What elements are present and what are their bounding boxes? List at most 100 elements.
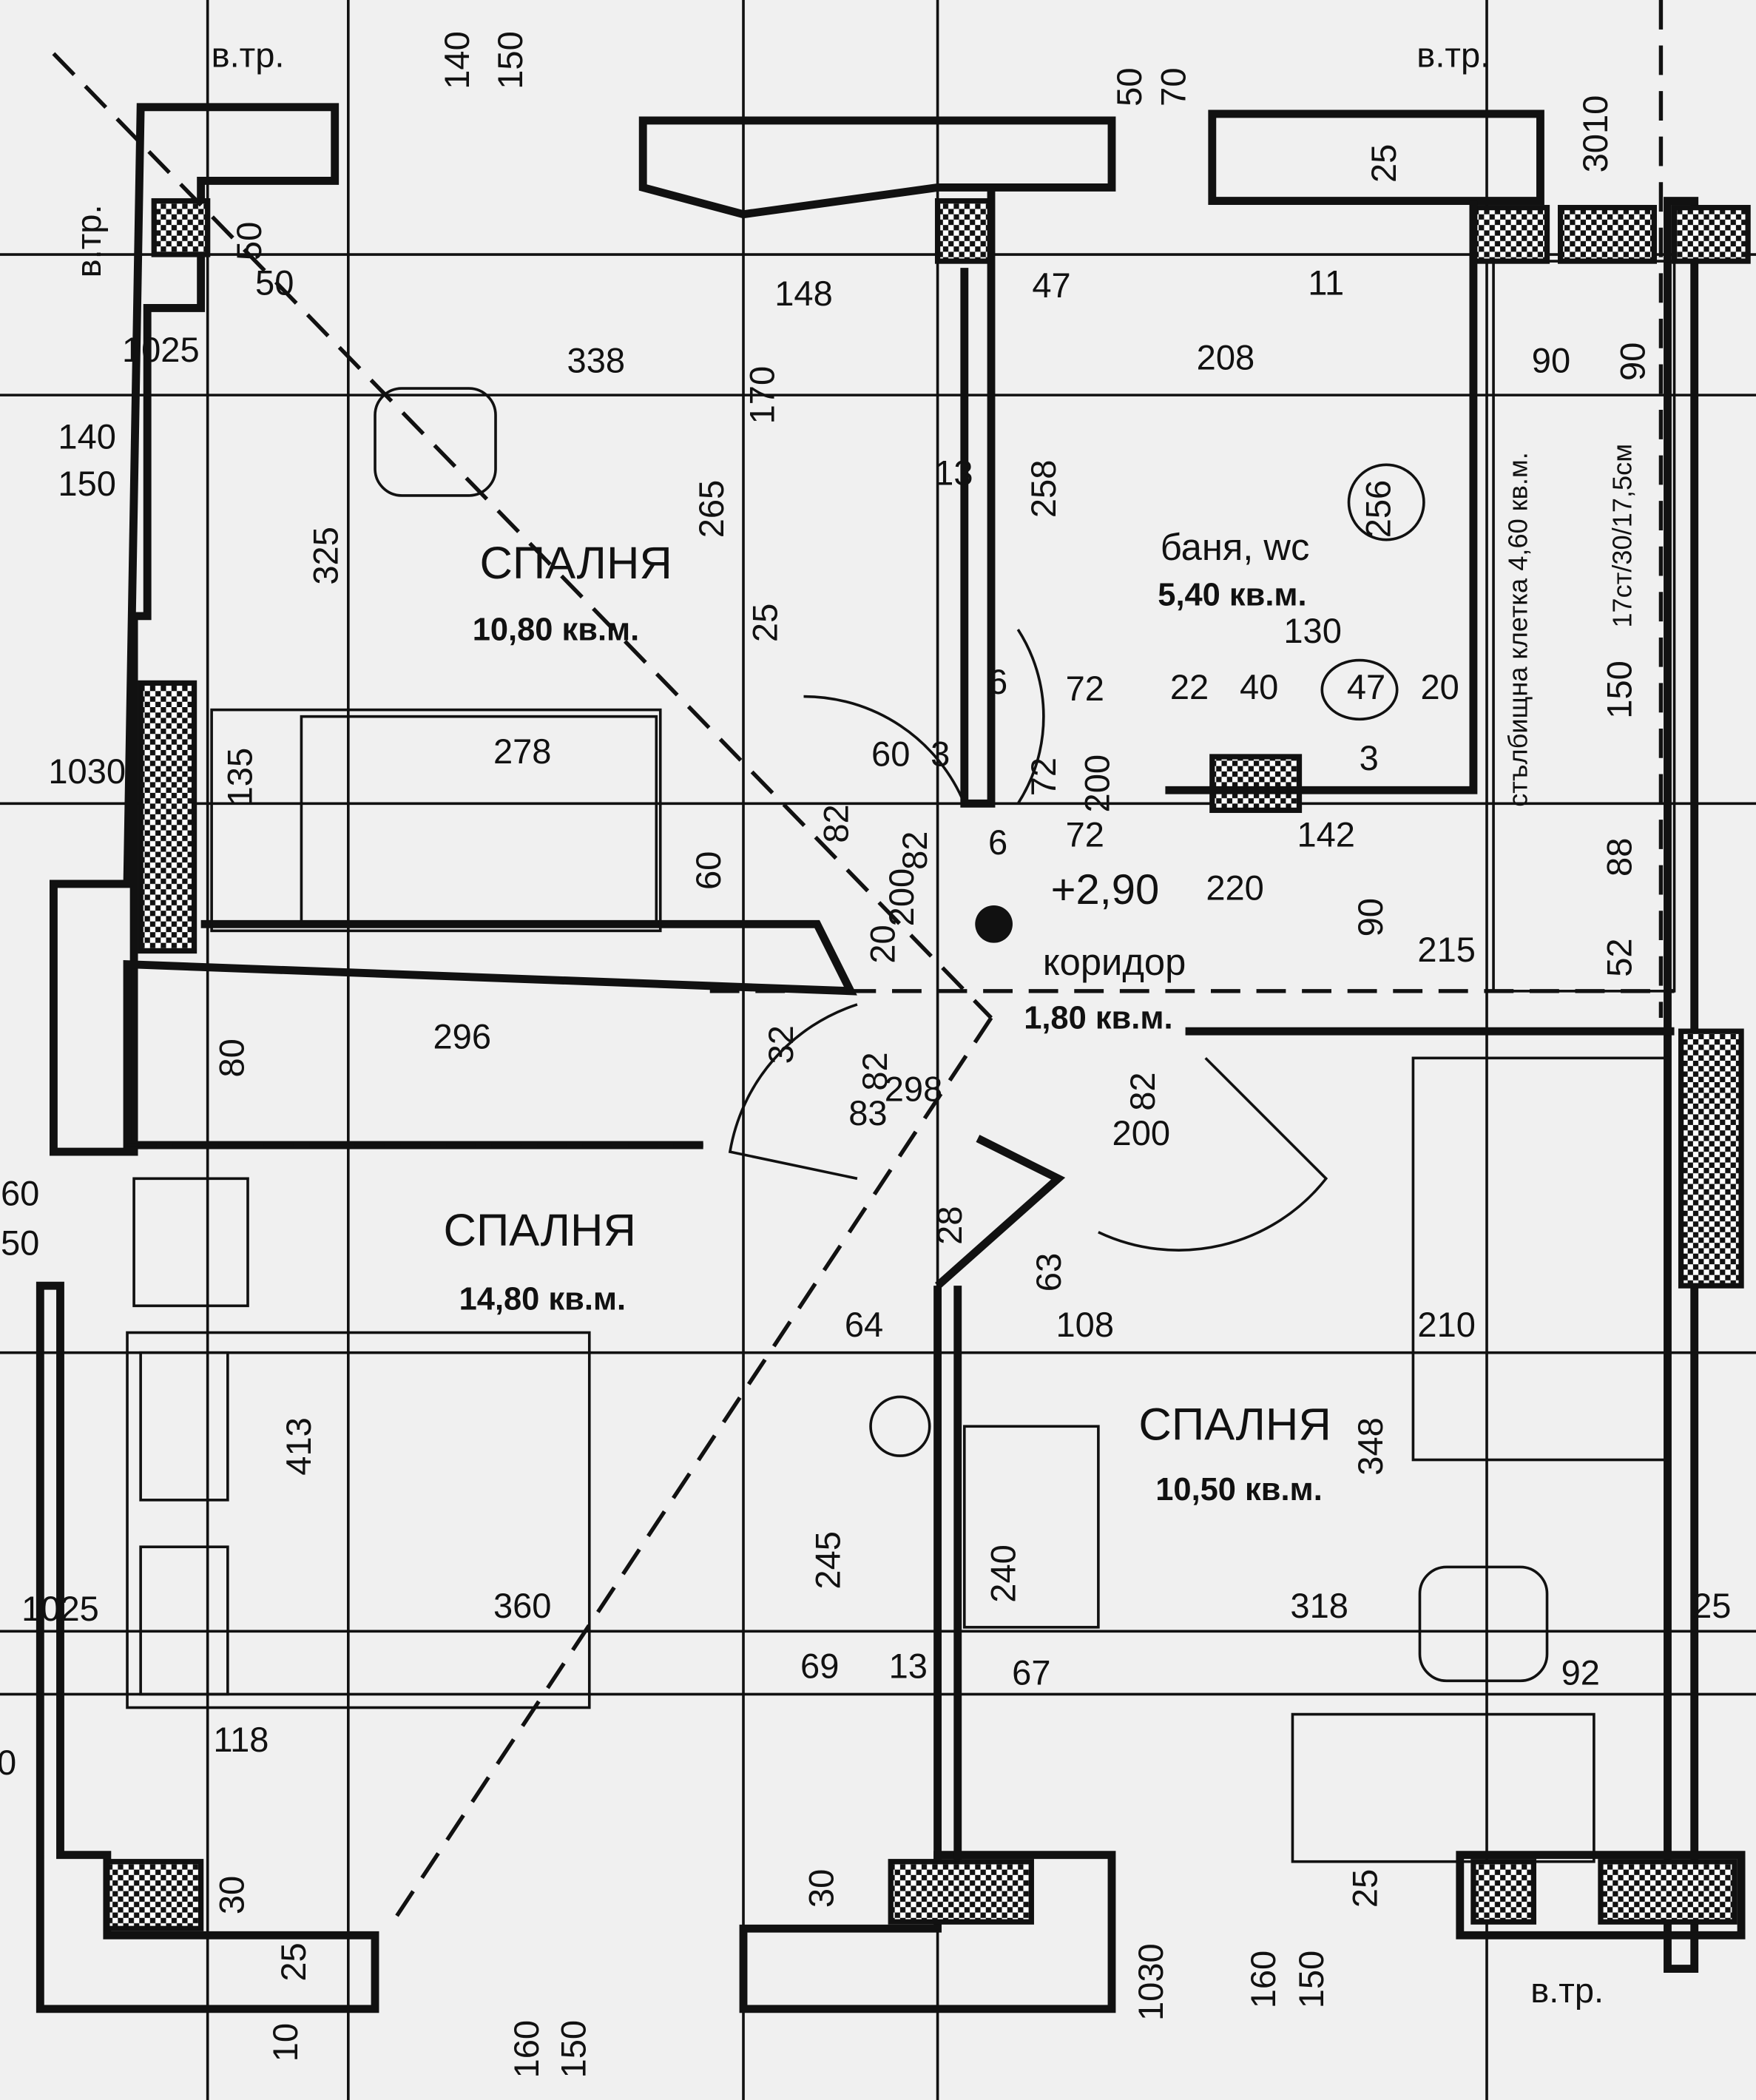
dimension-label: 130 xyxy=(1283,611,1342,650)
hatched-columns xyxy=(104,197,1751,1931)
dimension-label: 220 xyxy=(1206,868,1264,908)
room-area: 1,80 кв.м. xyxy=(1024,1001,1172,1036)
dimension-label: 63 xyxy=(1029,1253,1068,1292)
dimension-label: 108 xyxy=(1056,1305,1115,1344)
dimension-label: 210 xyxy=(1417,1305,1476,1344)
dimension-label: 150 xyxy=(553,2020,592,2079)
dimension-label: 40 xyxy=(1240,667,1278,706)
dimension-label: 150 xyxy=(490,31,530,90)
doors-dashed xyxy=(52,0,1675,1930)
dimension-label: 70 xyxy=(1154,68,1193,107)
dimension-label: 47 xyxy=(1032,266,1070,305)
dimension-label: 60 xyxy=(1,1174,39,1213)
dimension-label: 50 xyxy=(1,1223,39,1263)
room-name: коридор xyxy=(1043,941,1186,983)
dimension-label: 72 xyxy=(1066,814,1104,854)
dimension-label: 360 xyxy=(493,1586,552,1625)
dimension-label: 72 xyxy=(1024,757,1063,796)
dimension-label: 3 xyxy=(1360,738,1379,777)
dimension-label: 148 xyxy=(774,274,833,313)
dimension-label: 32 xyxy=(761,1025,800,1064)
dimension-label: 92 xyxy=(1561,1653,1600,1692)
dimension-label: 200 xyxy=(1112,1113,1171,1152)
dimension-label: 13 xyxy=(934,453,973,492)
dimension-label: 170 xyxy=(743,366,782,425)
dimension-label: 82 xyxy=(895,831,934,870)
dimension-label: 10 xyxy=(266,2023,305,2062)
room-name: баня, wc xyxy=(1161,526,1310,568)
dimension-label: 28 xyxy=(930,1206,969,1245)
dimension-label: 69 xyxy=(800,1647,839,1686)
room-labels: СПАЛНЯ 10,80 кв.м. баня, wc 5,40 кв.м. к… xyxy=(444,444,1638,1508)
dimension-label: 1030 xyxy=(1131,1943,1170,2021)
dimension-label: 118 xyxy=(213,1720,269,1759)
dimension-label: 140 xyxy=(58,417,116,456)
dimension-label: 245 xyxy=(808,1531,847,1590)
dimension-label: 13 xyxy=(889,1647,928,1686)
dimension-label: 142 xyxy=(1297,814,1355,854)
stair-label: стълбищна клетка 4,60 кв.м. xyxy=(1502,452,1533,807)
dimension-label: 160 xyxy=(1243,1951,1283,2009)
dimension-label: 11 xyxy=(1308,263,1344,302)
dimension-label: 30 xyxy=(801,1869,840,1908)
dimension-label: 25 xyxy=(745,604,784,642)
dimension-label: 208 xyxy=(1197,338,1255,377)
dimension-label: 298 xyxy=(885,1069,943,1108)
dimension-label: 82 xyxy=(855,1052,894,1090)
dimension-label: 215 xyxy=(1417,930,1476,969)
dimension-label: 82 xyxy=(816,804,855,843)
dimension-label: 90 xyxy=(1532,340,1570,379)
dimension-label: 296 xyxy=(433,1017,491,1056)
dimension-label: 88 xyxy=(1600,838,1639,877)
interior-walls xyxy=(123,187,1676,1862)
dimension-label: 20 xyxy=(1420,667,1459,706)
room-area: 5,40 кв.м. xyxy=(1158,577,1306,612)
dimension-label: в.тр. xyxy=(69,204,108,277)
room-name: СПАЛНЯ xyxy=(479,538,672,589)
dimension-label: 240 xyxy=(984,1544,1023,1603)
dimension-label: 150 xyxy=(58,464,116,503)
dimension-label: 3 xyxy=(931,735,950,774)
room-name: СПАЛНЯ xyxy=(1138,1399,1331,1450)
dimension-label: 3010 xyxy=(1576,95,1615,173)
dimension-label: 6 xyxy=(988,823,1007,862)
dimension-label: 258 xyxy=(1024,460,1063,519)
dimension-label: 413 xyxy=(279,1417,318,1476)
dimension-label: 47 xyxy=(1347,667,1385,706)
dimension-label: 83 xyxy=(848,1093,887,1132)
level-marker-icon xyxy=(975,905,1013,943)
dimension-label: 150 xyxy=(1291,1951,1331,2009)
dimension-label: 25 xyxy=(1345,1869,1385,1908)
dimension-label: 200 xyxy=(1077,754,1116,813)
dimension-label: 90 xyxy=(1351,898,1390,936)
dimension-label: 200 xyxy=(882,868,921,927)
dimension-label: в.тр. xyxy=(212,36,285,75)
dimension-label: в.тр. xyxy=(1416,36,1490,75)
dimension-label: 338 xyxy=(567,340,626,379)
dimension-label: 82 xyxy=(1123,1072,1162,1110)
dimension-label: 278 xyxy=(493,732,552,771)
level-mark: +2,90 xyxy=(1051,866,1160,914)
dimension-label: 20 xyxy=(863,925,902,963)
dimension-label: 265 xyxy=(692,480,731,538)
dimension-label: 0 xyxy=(0,1743,16,1782)
furniture xyxy=(126,387,1669,1863)
exterior-walls xyxy=(36,103,1746,2013)
room-area: 10,50 кв.м. xyxy=(1155,1472,1322,1508)
dimension-label: 60 xyxy=(871,735,910,774)
dimension-label: 30 xyxy=(212,1876,251,1914)
dimension-label: 80 xyxy=(212,1039,251,1077)
dimension-label: 1025 xyxy=(21,1589,99,1628)
dimension-label: 25 xyxy=(1364,144,1403,183)
dimension-label: 50 xyxy=(255,263,294,302)
room-area: 14,80 кв.м. xyxy=(459,1282,626,1317)
dimension-label: 72 xyxy=(1066,669,1104,708)
dimension-label: 1030 xyxy=(48,752,126,791)
dimension-label: 60 xyxy=(689,851,728,890)
dimension-label: 140 xyxy=(437,31,476,90)
dimension-label: 67 xyxy=(1012,1653,1050,1692)
dimension-label: 325 xyxy=(305,527,345,585)
dimension-label: 52 xyxy=(1600,938,1639,976)
dimension-label: 318 xyxy=(1290,1586,1348,1625)
